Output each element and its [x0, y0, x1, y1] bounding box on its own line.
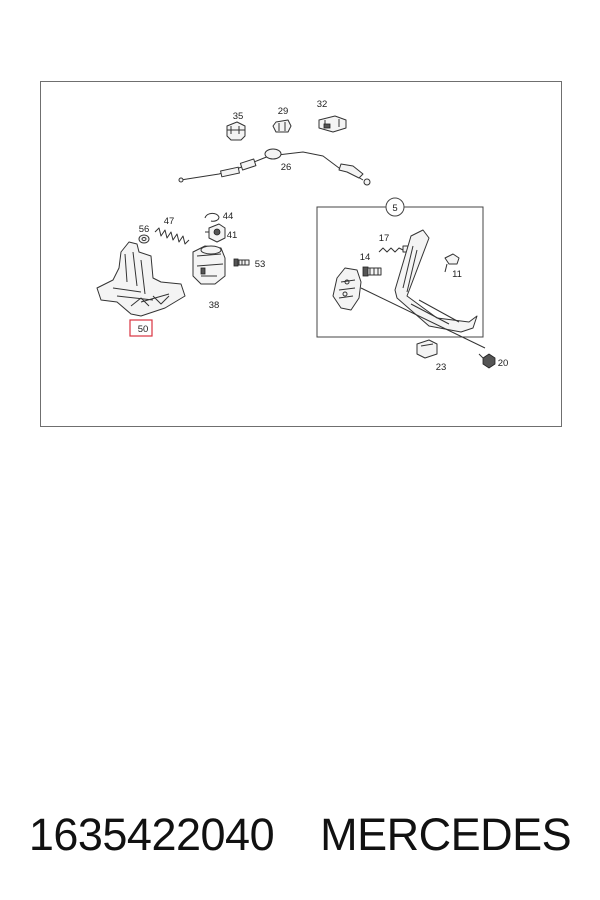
part-11-pin: [444, 253, 460, 273]
callout-17: 17: [379, 233, 390, 244]
callout-5: 5: [392, 203, 397, 214]
callout-41: 41: [227, 230, 238, 241]
callout-35: 35: [233, 111, 244, 122]
part-20-bolt: [478, 353, 496, 369]
parts-diagram: 35 29 32 26 47 44 56 41 53 38 50 5 17 14…: [40, 81, 562, 427]
pedal-arm: [394, 229, 478, 333]
callout-14: 14: [360, 252, 371, 263]
product-caption: 1635422040 MERCEDES: [0, 800, 600, 870]
pedal-base-plate: [332, 267, 362, 311]
part-29-grommet: [272, 119, 292, 133]
part-38-actuator: [192, 245, 226, 285]
callout-50: 50: [138, 324, 149, 335]
callout-44: 44: [223, 211, 234, 222]
callout-38: 38: [209, 300, 220, 311]
callout-23: 23: [436, 362, 447, 373]
part-number: 1635422040: [28, 809, 275, 860]
brand-name: MERCEDES: [320, 809, 572, 860]
exploded-view-drawing: 35 29 32 26 47 44 56 41 53 38 50 5 17 14…: [96, 99, 509, 373]
callout-32: 32: [317, 99, 328, 110]
part-50-bracket: [96, 241, 186, 317]
highlight-box-50: [129, 319, 153, 337]
part-41-lever: [205, 223, 226, 243]
part-44-circlip: [204, 212, 220, 222]
part-35-clip: [226, 121, 246, 141]
part-53-bolt: [233, 258, 250, 267]
part-32-retainer: [318, 115, 347, 133]
callout-29: 29: [278, 106, 289, 117]
part-14-pin: [362, 266, 382, 277]
leader-line: [360, 287, 486, 349]
callout-56: 56: [139, 224, 150, 235]
callout-53: 53: [255, 259, 266, 270]
callout-47: 47: [164, 216, 175, 227]
part-23-bumper: [416, 339, 438, 359]
part-17-screw: [378, 245, 410, 253]
part-26-cable: [178, 148, 371, 186]
callout-11: 11: [452, 269, 462, 280]
callout-26: 26: [281, 162, 292, 173]
part-47-spring: [154, 227, 190, 245]
assembly-5-circle: [385, 197, 405, 217]
callout-20: 20: [498, 358, 509, 369]
part-56-washer: [138, 234, 150, 244]
